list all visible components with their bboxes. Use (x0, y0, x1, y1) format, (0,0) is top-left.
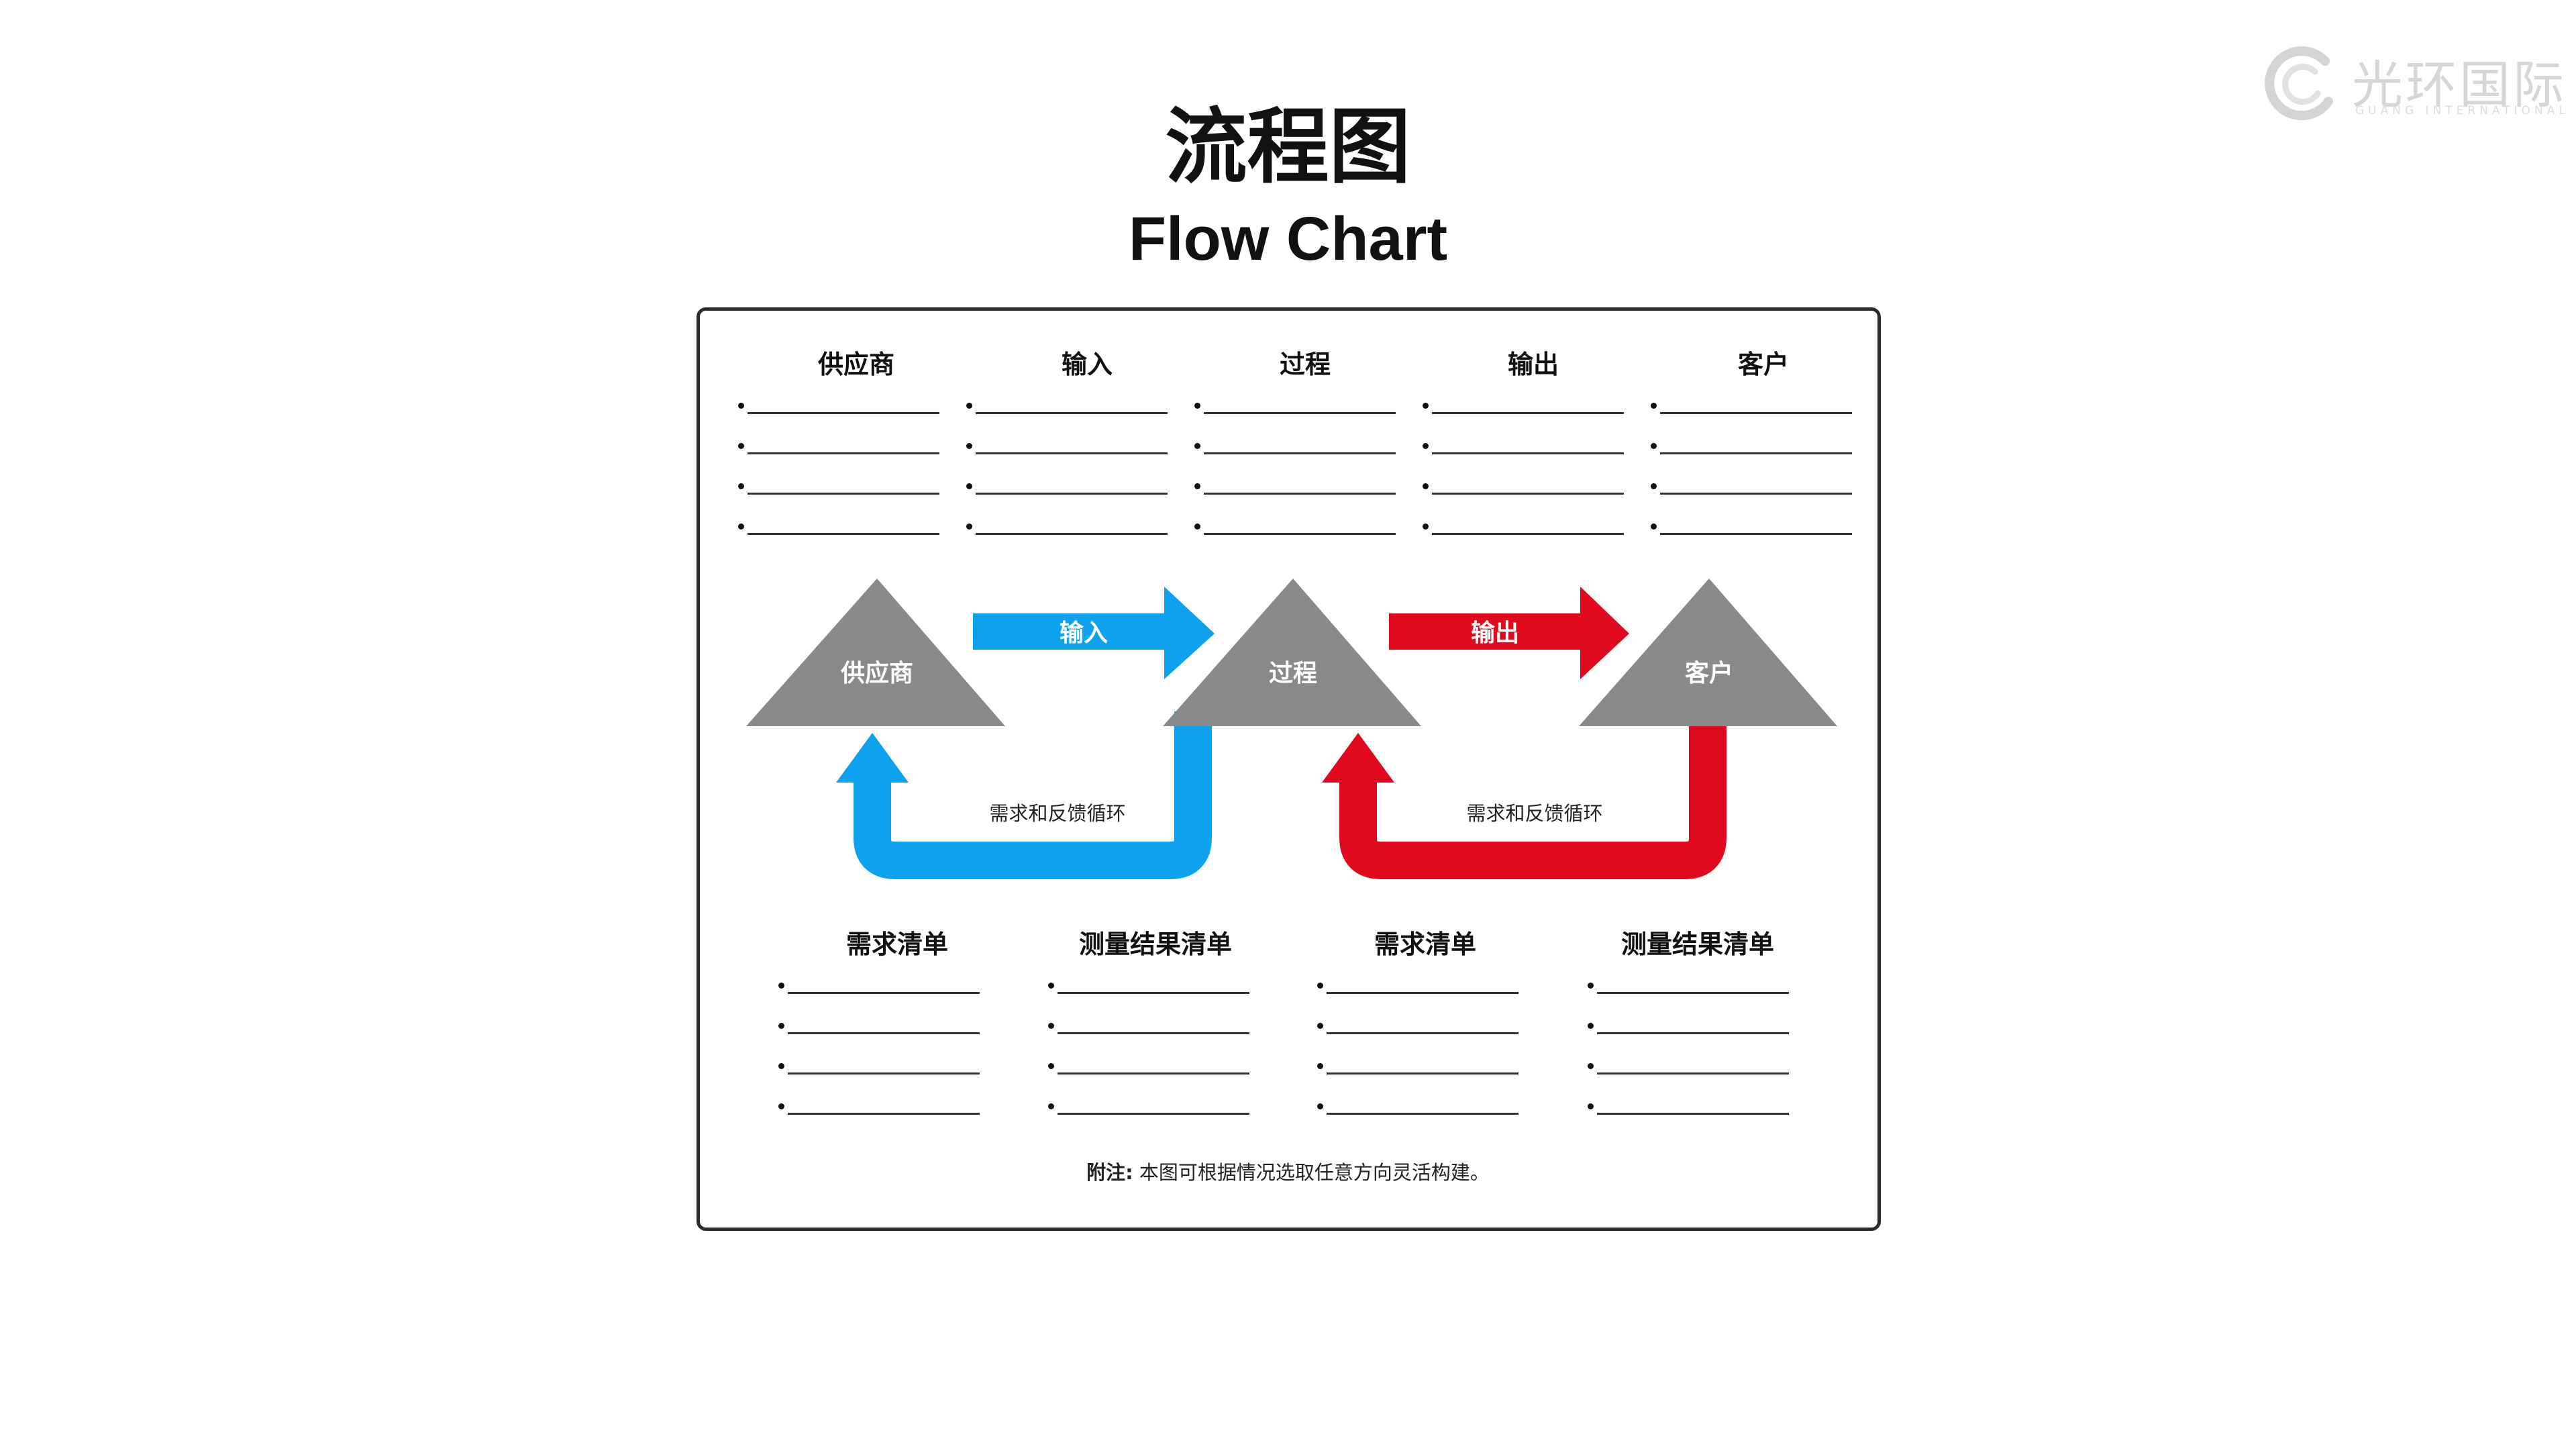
column-title-output: 输出 (1507, 350, 1559, 379)
logo-ring-icon (2265, 46, 2333, 121)
list-item[interactable] (778, 968, 980, 1008)
input-arrow (973, 587, 1215, 679)
triangle-label-customer: 客户 (1685, 660, 1733, 687)
list-item[interactable] (1048, 968, 1249, 1008)
page-title: 流程图 (1165, 99, 1411, 195)
feedback-loop-right (1339, 711, 1727, 879)
list-item[interactable] (966, 428, 1168, 468)
output-list (1423, 388, 1624, 549)
list-item[interactable] (1588, 1089, 1789, 1129)
list-item[interactable] (1651, 468, 1852, 509)
list-item[interactable] (1194, 388, 1396, 428)
list-item[interactable] (1194, 428, 1396, 468)
list-item[interactable] (1317, 968, 1518, 1008)
list-item[interactable] (1194, 509, 1396, 549)
list-item[interactable] (738, 388, 939, 428)
list-item[interactable] (1423, 509, 1624, 549)
page-subtitle: Flow Chart (1128, 205, 1448, 273)
column-title-supplier: 供应商 (817, 350, 894, 379)
triangle-supplier (746, 579, 1005, 726)
input-arrow-label: 输入 (1060, 619, 1108, 647)
triangle-label-supplier: 供应商 (841, 660, 913, 687)
list-item[interactable] (1317, 1008, 1518, 1048)
list-item[interactable] (966, 468, 1168, 509)
list-item[interactable] (1651, 428, 1852, 468)
list-title-measurements-1: 测量结果清单 (1078, 930, 1232, 959)
input-list (966, 388, 1168, 549)
triangle-label-process: 过程 (1269, 660, 1317, 687)
logo: 光环国际 GUANG INTERNATIONAL (2261, 37, 2565, 124)
requirements-list-1 (778, 968, 980, 1129)
footnote: 附注: 本图可根据情况选取任意方向灵活构建。 (0, 1163, 2576, 1183)
column-title-process: 过程 (1279, 350, 1331, 379)
feedback-loop-left (854, 711, 1212, 879)
list-item[interactable] (1423, 388, 1624, 428)
feedback-label-left: 需求和反馈循环 (989, 802, 1125, 825)
footnote-text: 本图可根据情况选取任意方向灵活构建。 (1139, 1161, 1490, 1184)
supplier-list (738, 388, 939, 549)
feedback-arrowhead-left (836, 733, 909, 783)
list-item[interactable] (1651, 509, 1852, 549)
diagram-frame (697, 307, 1881, 1231)
list-item[interactable] (1048, 1008, 1249, 1048)
list-item[interactable] (1317, 1089, 1518, 1129)
list-title-requirements-1: 需求清单 (845, 930, 948, 959)
column-title-input: 输入 (1061, 350, 1113, 379)
output-arrow-label: 输出 (1471, 619, 1519, 647)
list-item[interactable] (1588, 968, 1789, 1008)
footnote-label: 附注: (1086, 1161, 1133, 1184)
list-item[interactable] (1048, 1048, 1249, 1089)
list-item[interactable] (1317, 1048, 1518, 1089)
list-item[interactable] (1651, 388, 1852, 428)
triangle-process (1163, 579, 1421, 726)
list-item[interactable] (1194, 468, 1396, 509)
list-item[interactable] (778, 1008, 980, 1048)
customer-list (1651, 388, 1852, 549)
list-title-measurements-2: 测量结果清单 (1620, 930, 1774, 959)
logo-text: 光环国际 (2352, 55, 2567, 115)
list-item[interactable] (738, 509, 939, 549)
list-item[interactable] (778, 1089, 980, 1129)
list-item[interactable] (1423, 428, 1624, 468)
list-title-requirements-2: 需求清单 (1374, 930, 1476, 959)
column-title-customer: 客户 (1737, 350, 1789, 379)
measurements-list-2 (1588, 968, 1789, 1129)
list-item[interactable] (966, 388, 1168, 428)
list-item[interactable] (778, 1048, 980, 1089)
list-item[interactable] (1423, 468, 1624, 509)
process-list (1194, 388, 1396, 549)
list-item[interactable] (966, 509, 1168, 549)
requirements-list-2 (1317, 968, 1518, 1129)
list-item[interactable] (738, 468, 939, 509)
output-arrow (1389, 587, 1629, 679)
measurements-list-1 (1048, 968, 1249, 1129)
logo-subtitle: GUANG INTERNATIONAL (2355, 104, 2569, 117)
list-item[interactable] (738, 428, 939, 468)
feedback-arrowhead-right (1322, 733, 1394, 783)
list-item[interactable] (1588, 1048, 1789, 1089)
feedback-label-right: 需求和反馈循环 (1466, 802, 1602, 825)
triangle-customer (1579, 579, 1837, 726)
list-item[interactable] (1588, 1008, 1789, 1048)
list-item[interactable] (1048, 1089, 1249, 1129)
